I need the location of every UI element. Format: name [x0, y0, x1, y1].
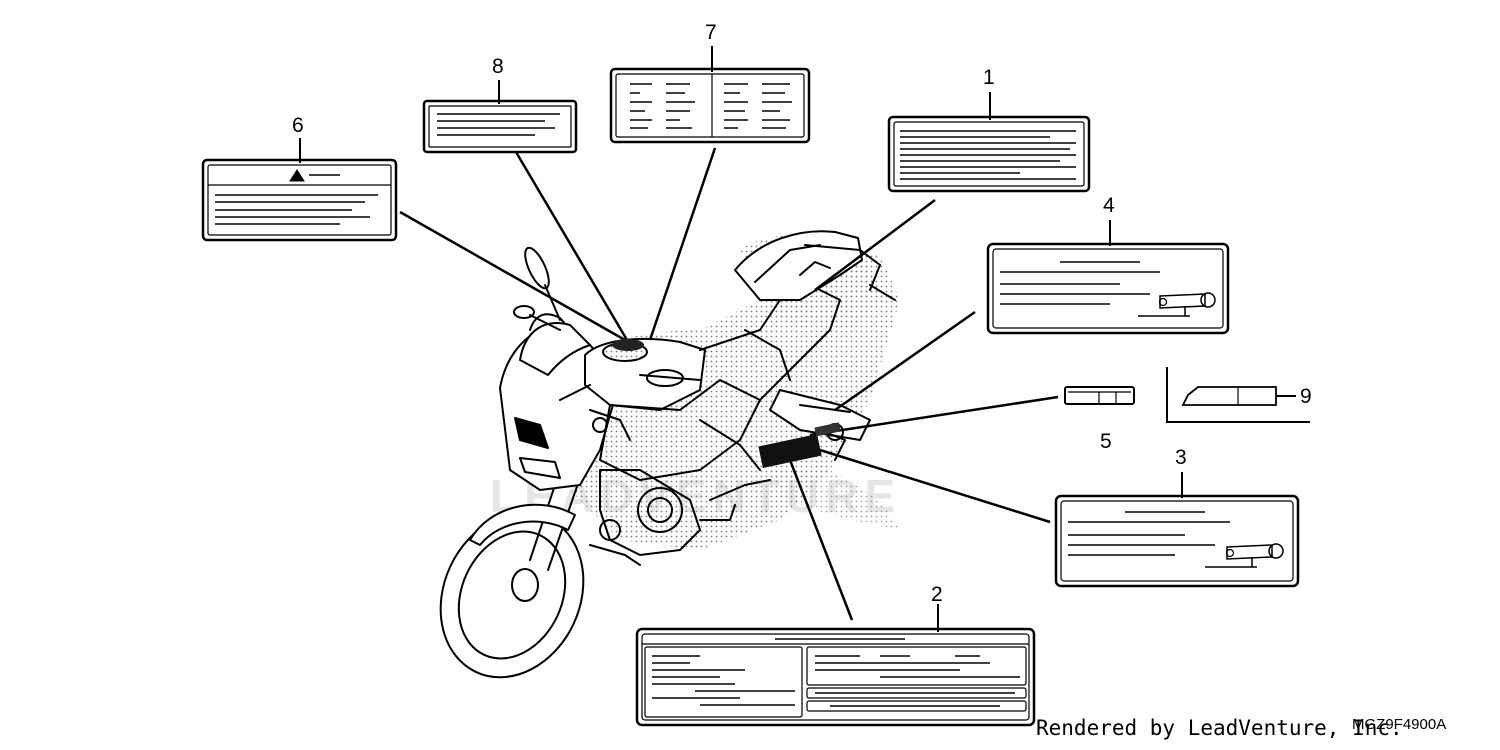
label-6-diagram	[201, 138, 398, 242]
motorcycle-illustration	[439, 230, 900, 679]
callout-5: 5	[1100, 430, 1112, 453]
label-7-diagram	[609, 46, 811, 144]
diagram-code: MGZ9F4900A	[1352, 716, 1447, 733]
label-2-diagram	[635, 604, 1036, 727]
label-1-diagram	[887, 92, 1091, 193]
callout-4: 4	[1103, 194, 1115, 217]
callout-7: 7	[705, 21, 717, 44]
label-3-diagram	[1054, 472, 1300, 588]
callout-1: 1	[983, 66, 995, 89]
label-location-marks	[612, 339, 841, 468]
callout-3: 3	[1175, 446, 1187, 469]
leader-lines	[399, 147, 1059, 621]
rendered-by-credit: Rendered by LeadVenture, Inc.	[1036, 716, 1403, 740]
label-5-diagram	[1064, 386, 1135, 405]
label-9-diagram	[1166, 367, 1310, 423]
callout-8: 8	[492, 55, 504, 78]
callout-2: 2	[931, 583, 943, 606]
callout-6: 6	[292, 114, 304, 137]
callout-9: 9	[1300, 385, 1312, 408]
label-4-diagram	[986, 220, 1230, 335]
label-8-diagram	[422, 80, 578, 154]
